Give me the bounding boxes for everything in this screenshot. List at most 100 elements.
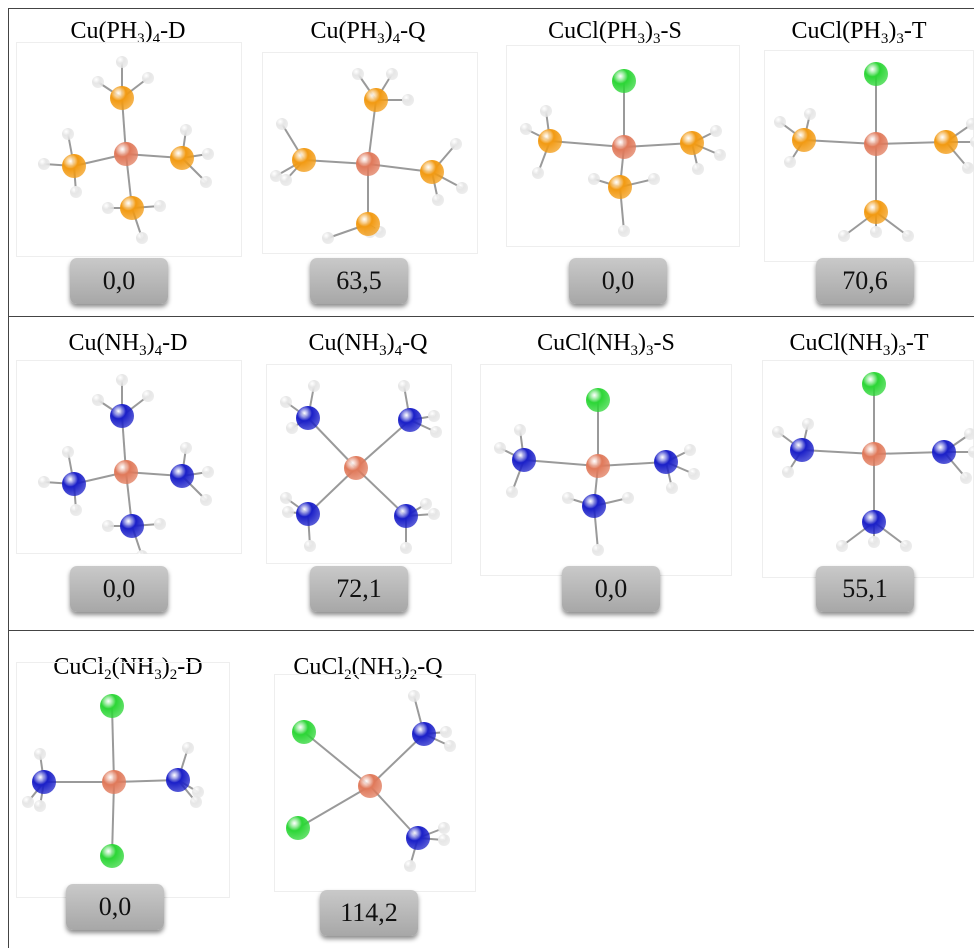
figure-frame [8, 8, 974, 948]
chlorine-atom [612, 69, 636, 93]
hydrogen-atom [710, 125, 722, 137]
hydrogen-atom [804, 108, 816, 120]
cu-ligand-bond [355, 419, 411, 469]
formula-subscript: 3 [630, 343, 639, 359]
hydrogen-atom [116, 374, 128, 386]
hydrogen-atom [688, 468, 700, 480]
hydrogen-atom [588, 173, 600, 185]
phosphorus-atom [170, 146, 194, 170]
formula-text: (NH [351, 654, 395, 680]
formula-text: Cu(NH [68, 330, 140, 356]
nitrogen-atom [296, 502, 320, 526]
nitrogen-atom [932, 440, 956, 464]
formula-text: -D [160, 18, 186, 44]
formula-subscript: 4 [394, 343, 403, 359]
hydrogen-atom [280, 396, 292, 408]
hydrogen-atom [444, 740, 456, 752]
chlorine-atom [100, 694, 124, 718]
formula-text: ) [384, 18, 393, 44]
formula-subscript: 3 [139, 343, 147, 359]
hydrogen-atom [386, 68, 398, 80]
hydrogen-atom [92, 394, 104, 406]
hydrogen-atom [352, 68, 364, 80]
chlorine-atom [864, 62, 888, 86]
molecule-model-cuclnh3t [762, 360, 974, 578]
phosphorus-atom [934, 130, 958, 154]
molecule-title-cuclnh3t: CuCl(NH3)3-T [744, 330, 974, 359]
copper-atom [586, 454, 610, 478]
molecule-model-cunh4d [16, 360, 242, 554]
hydrogen-atom [428, 410, 440, 422]
molecule-model-cucl2nh2d [16, 662, 230, 898]
energy-badge-cucl2nh2q: 114,2 [320, 890, 418, 936]
nitrogen-atom [296, 406, 320, 430]
energy-badge-cuclph3s: 0,0 [569, 258, 667, 304]
formula-text: -S [660, 18, 682, 44]
energy-value: 63,5 [336, 266, 382, 295]
hydrogen-atom [182, 742, 194, 754]
energy-value: 0,0 [102, 574, 136, 603]
nitrogen-atom [398, 408, 422, 432]
formula-text: ) [401, 654, 410, 680]
hydrogen-atom [964, 428, 974, 440]
nitrogen-atom [394, 504, 418, 528]
energy-badge-cucl2nh2d: 0,0 [66, 884, 164, 930]
molecule-model-cuph4d [16, 42, 242, 257]
hydrogen-atom [282, 506, 294, 518]
phosphorus-atom [420, 160, 444, 184]
formula-text: ) [638, 330, 646, 356]
hydrogen-atom [202, 466, 214, 478]
hydrogen-atom [308, 380, 320, 392]
hydrogen-atom [520, 123, 532, 135]
hydrogen-atom [154, 518, 166, 530]
hydrogen-atom [784, 156, 796, 168]
formula-subscript: 4 [154, 343, 163, 359]
hydrogen-atom [540, 105, 552, 117]
hydrogen-atom [456, 182, 468, 194]
molecule-model-cuclph3s [506, 45, 740, 247]
hydrogen-atom [142, 390, 154, 402]
formula-subscript: 3 [646, 343, 654, 359]
model-frame [16, 360, 242, 554]
hydrogen-atom [38, 476, 50, 488]
molecule-title-cuclph3t: CuCl(PH3)3-T [744, 18, 974, 47]
copper-atom [102, 770, 126, 794]
hydrogen-atom [592, 544, 604, 556]
hydrogen-atom [62, 128, 74, 140]
cu-cl-bond [297, 785, 371, 829]
cu-ligand-bond [803, 139, 877, 145]
hydrogen-atom [836, 540, 848, 552]
formula-text: ) [645, 18, 653, 44]
formula-subscript: 3 [653, 31, 661, 47]
hydrogen-atom [868, 536, 880, 548]
hydrogen-atom [286, 422, 298, 434]
hydrogen-atom [116, 56, 128, 68]
copper-atom [114, 460, 138, 484]
hydrogen-atom [622, 492, 634, 504]
cu-cl-bond [111, 705, 115, 783]
formula-text: (NH [111, 654, 155, 680]
hydrogen-atom [136, 550, 148, 554]
hydrogen-atom [772, 426, 784, 438]
formula-subscript: 3 [882, 343, 891, 359]
nitrogen-atom [406, 826, 430, 850]
formula-text: CuCl [53, 654, 105, 680]
cu-ligand-bond [801, 449, 875, 455]
energy-badge-cuclnh3t: 55,1 [816, 566, 914, 612]
formula-subscript: 3 [379, 343, 387, 359]
hydrogen-atom [900, 540, 912, 552]
hydrogen-atom [562, 492, 574, 504]
hydrogen-atom [408, 690, 420, 702]
model-frame [506, 45, 740, 247]
formula-text: ) [386, 330, 395, 356]
hydrogen-atom [532, 167, 544, 179]
formula-text: CuCl(NH [537, 330, 631, 356]
energy-value: 70,6 [842, 266, 888, 295]
hydrogen-atom [450, 138, 462, 150]
formula-text: ) [888, 18, 897, 44]
nitrogen-atom [110, 404, 134, 428]
model-frame [262, 52, 478, 254]
formula-subscript: 3 [377, 31, 385, 47]
energy-value: 114,2 [340, 898, 398, 927]
hydrogen-atom [34, 748, 46, 760]
